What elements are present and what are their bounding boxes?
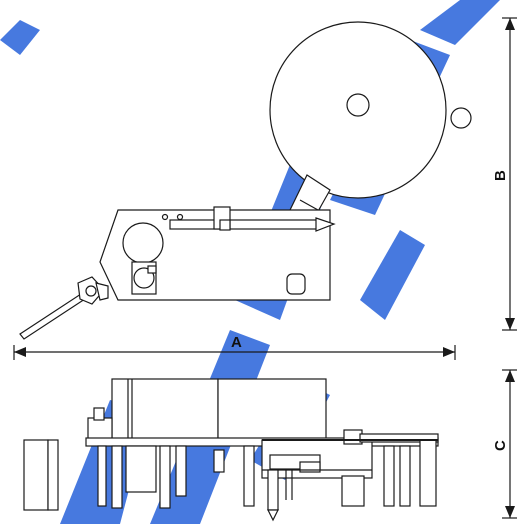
dimension-c-label: C bbox=[492, 440, 509, 451]
watermark-stroke-8 bbox=[0, 20, 40, 55]
dimension-c: C bbox=[492, 369, 517, 519]
housing-right bbox=[217, 378, 327, 444]
reel-hub bbox=[346, 93, 370, 117]
dimension-b-label: B bbox=[492, 170, 509, 181]
side-left-panel bbox=[23, 439, 49, 511]
slide-block-inner bbox=[219, 219, 231, 231]
dimension-a: A bbox=[13, 334, 456, 360]
dimension-b: B bbox=[492, 17, 517, 331]
slide-rail bbox=[169, 219, 321, 230]
watermark-stroke-5 bbox=[420, 0, 500, 45]
base-plate bbox=[99, 206, 336, 301]
applicator-arm bbox=[19, 276, 109, 340]
dimension-a-label: A bbox=[231, 334, 242, 351]
side-view bbox=[23, 378, 439, 522]
reel bbox=[269, 21, 472, 199]
watermark-stroke-7 bbox=[360, 230, 425, 320]
peel-block bbox=[286, 273, 306, 295]
drive-roller bbox=[122, 222, 164, 264]
reel-guide-roller bbox=[450, 107, 472, 129]
housing-upper bbox=[111, 378, 219, 444]
